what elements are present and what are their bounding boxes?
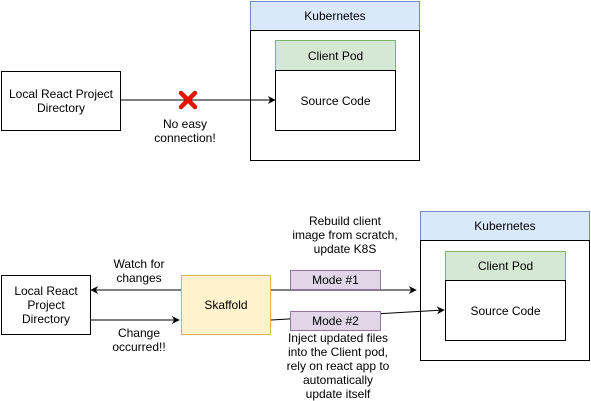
top-source-code-label: Source Code — [300, 93, 371, 108]
inject-label: Inject updated files into the Client pod… — [286, 331, 390, 401]
top-kubernetes-label: Kubernetes — [304, 9, 366, 23]
change-occurred-label: Change occurred!! — [112, 326, 166, 354]
mode2-box: Mode #2 — [290, 311, 381, 331]
mode2-label: Mode #2 — [312, 314, 359, 328]
no-connection-label: No easy connection! — [154, 117, 216, 145]
mode1-label: Mode #1 — [312, 273, 359, 287]
bottom-kubernetes-header: Kubernetes — [420, 211, 590, 241]
top-source-code-box: Source Code — [275, 70, 396, 131]
mode1-box: Mode #1 — [290, 270, 381, 290]
top-kubernetes-header: Kubernetes — [250, 1, 420, 31]
top-client-pod-label: Client Pod — [307, 48, 364, 63]
bottom-client-pod-label: Client Pod — [477, 259, 534, 273]
bottom-source-code-label: Source Code — [470, 303, 541, 318]
skaffold-box: Skaffold — [181, 275, 271, 335]
cross-icon — [178, 90, 198, 110]
bottom-kubernetes-label: Kubernetes — [474, 219, 536, 233]
watch-for-changes-label: Watch for changes — [113, 257, 165, 285]
top-local-directory-box: Local React Project Directory — [1, 71, 121, 131]
bottom-local-directory-box: Local React Project Directory — [1, 275, 91, 335]
skaffold-label: Skaffold — [204, 298, 248, 312]
top-kubernetes-container — [250, 30, 420, 161]
bottom-client-pod-header: Client Pod — [445, 251, 566, 281]
bottom-local-directory-label: Local React Project Directory — [14, 284, 78, 326]
bottom-kubernetes-container — [420, 240, 590, 361]
rebuild-label: Rebuild client image from scratch, updat… — [292, 214, 398, 256]
top-client-pod-header: Client Pod — [275, 40, 396, 71]
bottom-source-code-box: Source Code — [445, 280, 566, 341]
top-local-directory-label: Local React Project Directory — [8, 87, 114, 115]
